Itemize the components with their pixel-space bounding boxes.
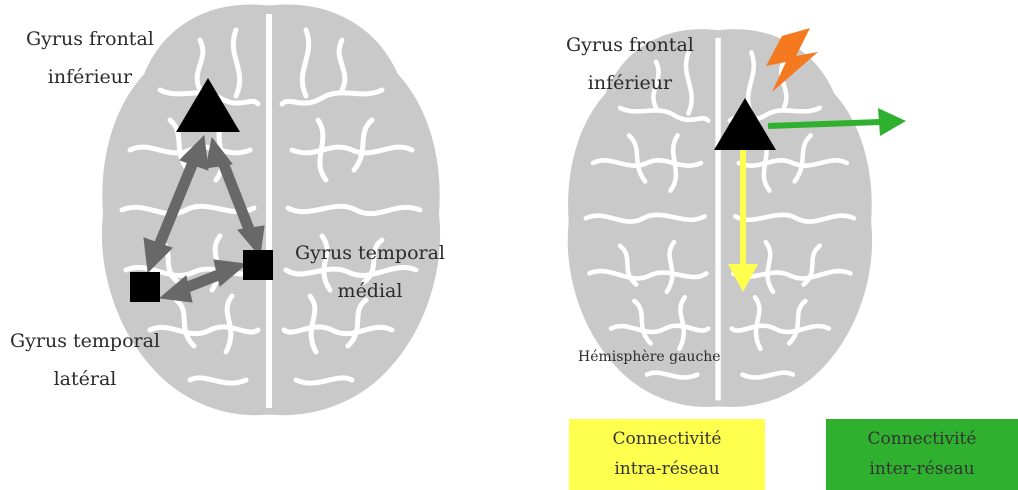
label-ltg-line1: Gyrus temporal	[10, 322, 160, 360]
legend-intra: Connectivité intra-réseau	[569, 424, 765, 484]
legend-inter-line1: Connectivité	[826, 424, 1018, 454]
label-mtg-line1: Gyrus temporal	[295, 234, 445, 272]
label-mtg: Gyrus temporal médial	[295, 234, 445, 310]
legend-inter: Connectivité inter-réseau	[826, 424, 1018, 484]
label-ltg: Gyrus temporal latéral	[10, 322, 160, 398]
label-ifg-left: Gyrus frontal inférieur	[26, 20, 154, 96]
legend-intra-line1: Connectivité	[569, 424, 765, 454]
label-ifg-right-line2: inférieur	[566, 64, 694, 102]
mtg-node-square	[243, 250, 273, 280]
ltg-node-square	[130, 272, 160, 302]
label-ifg-left-line2: inférieur	[26, 58, 154, 96]
label-mtg-line2: médial	[295, 272, 445, 310]
label-ltg-line2: latéral	[10, 360, 160, 398]
hemisphere-label-text: Hémisphère gauche	[578, 348, 721, 366]
legend-inter-line2: inter-réseau	[826, 454, 1018, 484]
legend-intra-line2: intra-réseau	[569, 454, 765, 484]
label-ifg-right-line1: Gyrus frontal	[566, 26, 694, 64]
label-ifg-right: Gyrus frontal inférieur	[566, 26, 694, 102]
hemisphere-label: Hémisphère gauche	[578, 348, 721, 366]
label-ifg-left-line1: Gyrus frontal	[26, 20, 154, 58]
